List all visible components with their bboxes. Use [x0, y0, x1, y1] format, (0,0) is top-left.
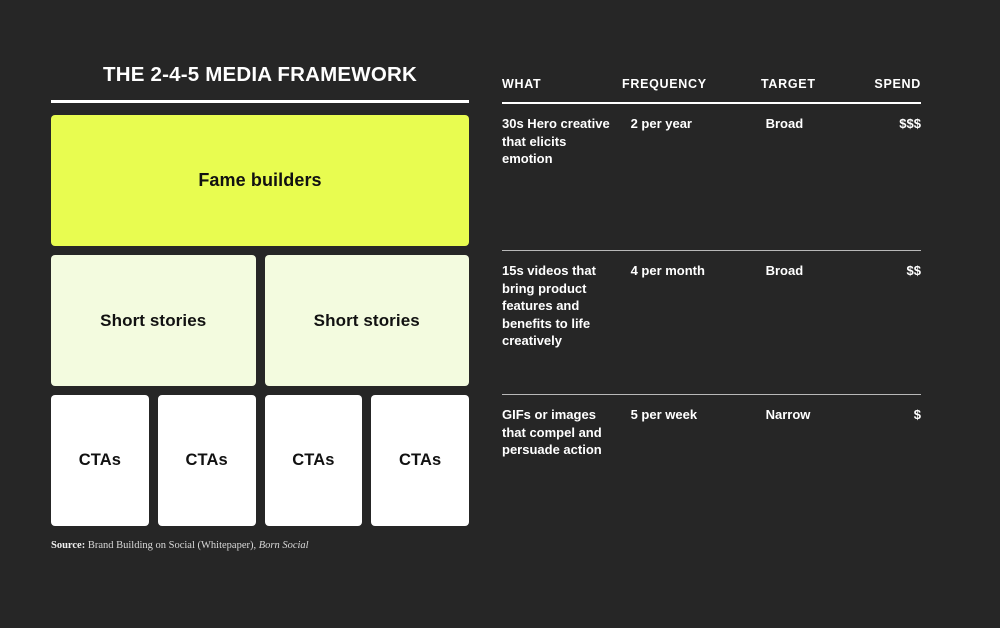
block-label: CTAs	[78, 451, 121, 469]
block-short-stories-1[interactable]: Short stories	[51, 255, 256, 386]
framework-pyramid: Fame builders Short stories Short storie…	[51, 115, 469, 526]
block-label: CTAs	[398, 451, 442, 469]
framework-panel: THE 2-4-5 MEDIA FRAMEWORK Fame builders …	[51, 62, 469, 552]
cell-target: Broad	[765, 116, 804, 131]
source-label: Source:	[51, 540, 86, 551]
cell-frequency: 5 per week	[630, 407, 698, 422]
cell-spend: $$$	[899, 116, 921, 131]
cell-target: Narrow	[765, 407, 811, 422]
tier-fame-builders: Fame builders	[51, 115, 469, 246]
block-cta-4[interactable]: CTAs	[371, 395, 469, 526]
cell-target: Broad	[765, 263, 804, 278]
block-label: Fame builders	[198, 170, 322, 190]
table-row: 15s videos that bring product features a…	[502, 251, 921, 394]
table-row: 30s Hero creative that elicits emotion 2…	[502, 104, 921, 250]
cell-what: 30s Hero creative that elicits emotion	[502, 116, 610, 166]
tier-ctas: CTAs CTAs CTAs CTAs	[51, 395, 469, 526]
cell-frequency: 2 per year	[630, 116, 692, 131]
block-label: Short stories	[313, 310, 420, 330]
cell-what: GIFs or images that compel and persuade …	[502, 407, 602, 457]
cell-spend: $	[913, 407, 921, 422]
column-header-frequency: FREQUENCY	[622, 77, 707, 91]
block-label: CTAs	[292, 451, 335, 469]
column-header-spend: SPEND	[874, 77, 921, 91]
table-header-row: WHAT FREQUENCY TARGET SPEND	[502, 76, 921, 92]
table-header-divider	[502, 102, 921, 104]
block-short-stories-2[interactable]: Short stories	[264, 255, 469, 386]
block-cta-1[interactable]: CTAs	[51, 395, 149, 526]
table-row-divider	[502, 250, 921, 251]
page-title: THE 2-4-5 MEDIA FRAMEWORK	[102, 63, 418, 86]
column-header-what: WHAT	[502, 77, 542, 91]
details-table: WHAT FREQUENCY TARGET SPEND 30s Hero cre…	[502, 76, 921, 515]
block-label: Short stories	[100, 310, 207, 330]
source-publisher: Born Social	[258, 540, 309, 551]
source-citation: Source: Brand Building on Social (Whitep…	[51, 539, 469, 552]
block-fame-builders[interactable]: Fame builders	[51, 115, 469, 246]
tier-short-stories: Short stories Short stories	[51, 255, 469, 386]
block-cta-3[interactable]: CTAs	[264, 395, 363, 526]
cell-spend: $$	[906, 263, 921, 278]
block-label: CTAs	[185, 451, 228, 469]
table-row: GIFs or images that compel and persuade …	[502, 395, 921, 515]
table-row-divider	[502, 394, 921, 395]
cell-what: 15s videos that bring product features a…	[502, 263, 596, 348]
cell-frequency: 4 per month	[630, 263, 705, 278]
title-divider	[51, 100, 469, 103]
source-text: Brand Building on Social (Whitepaper),	[85, 540, 259, 551]
block-cta-2[interactable]: CTAs	[157, 395, 256, 526]
column-header-target: TARGET	[761, 77, 816, 91]
